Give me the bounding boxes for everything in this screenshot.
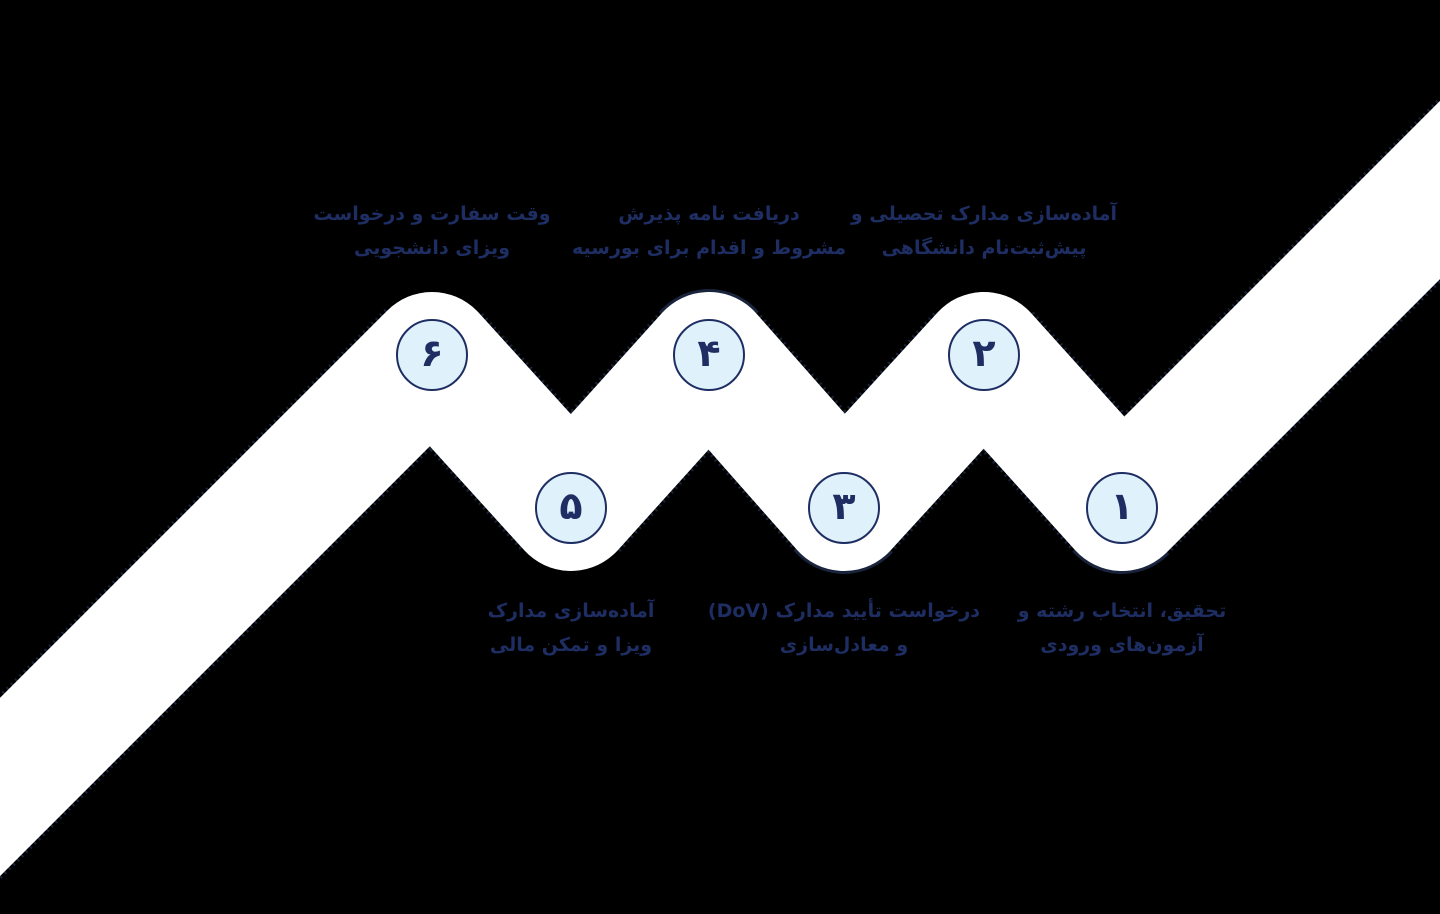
step-5-label-line2: ویزا و تمکن مالی (489, 634, 653, 656)
step-3-label-line1: درخواست تأیید مدارک (DoV) (707, 600, 981, 622)
step-4-label: دریافت نامه پذیرش مشروط و اقدام برای بور… (529, 197, 889, 265)
step-4-number: ۴ (697, 331, 721, 375)
step-3-label-line2: و معادل‌سازی (779, 634, 909, 656)
step-2-circle: ۲ (948, 319, 1020, 391)
step-3-number: ۳ (832, 484, 856, 528)
step-4-label-line2: مشروط و اقدام برای بورسیه (572, 237, 846, 259)
step-1-circle: ۱ (1086, 472, 1158, 544)
step-3-circle: ۳ (808, 472, 880, 544)
step-4-circle: ۴ (673, 319, 745, 391)
step-6-label-line2: ویزای دانشجویی (354, 237, 510, 259)
step-6-circle: ۶ (396, 319, 468, 391)
step-1-label-line1: تحقیق، انتخاب رشته و (1017, 600, 1227, 622)
step-6-label-line1: وقت سفارت و درخواست (313, 203, 551, 225)
step-6-label: وقت سفارت و درخواست ویزای دانشجویی (252, 197, 612, 265)
step-5-label-line1: آماده‌سازی مدارک (487, 600, 655, 622)
step-6-number: ۶ (420, 331, 444, 375)
step-2-number: ۲ (972, 331, 996, 375)
step-5-circle: ۵ (535, 472, 607, 544)
step-1-label-line2: آزمون‌های ورودی (1040, 634, 1204, 656)
step-5-label: آماده‌سازی مدارک ویزا و تمکن مالی (391, 594, 751, 662)
step-1-label: تحقیق، انتخاب رشته و آزمون‌های ورودی (942, 594, 1302, 662)
step-1-number: ۱ (1110, 484, 1134, 528)
step-4-label-line1: دریافت نامه پذیرش (618, 203, 800, 225)
zigzag-band (0, 100, 1440, 877)
step-2-label: آماده‌سازی مدارک تحصیلی و پیش‌ثبت‌نام دا… (804, 197, 1164, 265)
step-2-label-line2: پیش‌ثبت‌نام دانشگاهی (881, 237, 1087, 259)
step-3-label: درخواست تأیید مدارک (DoV) و معادل‌سازی (664, 594, 1024, 662)
step-2-label-line1: آماده‌سازی مدارک تحصیلی و (850, 203, 1118, 225)
step-5-number: ۵ (559, 484, 583, 528)
